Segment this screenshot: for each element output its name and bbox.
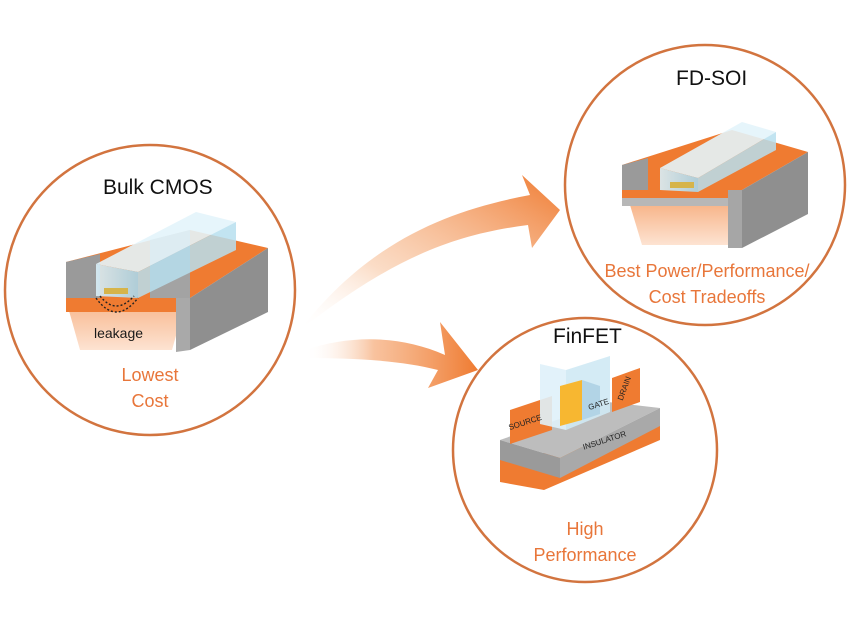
bulk-cmos-panel: [3, 143, 297, 437]
finfet-caption-line1: High: [566, 519, 604, 539]
finfet-title: FinFET: [553, 325, 622, 348]
fdsoi-caption-line2: Cost Tradeoffs: [648, 287, 766, 307]
arrow-to-finfet: [305, 322, 478, 388]
fdsoi-panel: [563, 43, 847, 327]
arrow-to-fdsoi: [300, 175, 560, 330]
fdsoi-device-illustration: [622, 122, 808, 248]
bulk-cmos-caption-line2: Cost: [131, 391, 169, 411]
fdsoi-title: FD-SOI: [676, 67, 748, 90]
leakage-label: leakage: [94, 325, 144, 341]
finfet-device-illustration: [500, 356, 660, 490]
fdsoi-caption: Best Power/Performance/ Cost Tradeoffs: [592, 258, 822, 310]
bulk-cmos-caption: Lowest Cost: [110, 362, 190, 414]
fdsoi-caption-line1: Best Power/Performance/: [604, 261, 810, 281]
finfet-caption-line2: Performance: [533, 545, 637, 565]
finfet-caption: High Performance: [525, 516, 645, 568]
bulk-cmos-device-illustration: [66, 212, 268, 352]
bulk-cmos-caption-line1: Lowest: [121, 365, 179, 385]
bulk-cmos-title: Bulk CMOS: [103, 176, 213, 199]
finfet-panel: [451, 316, 719, 584]
